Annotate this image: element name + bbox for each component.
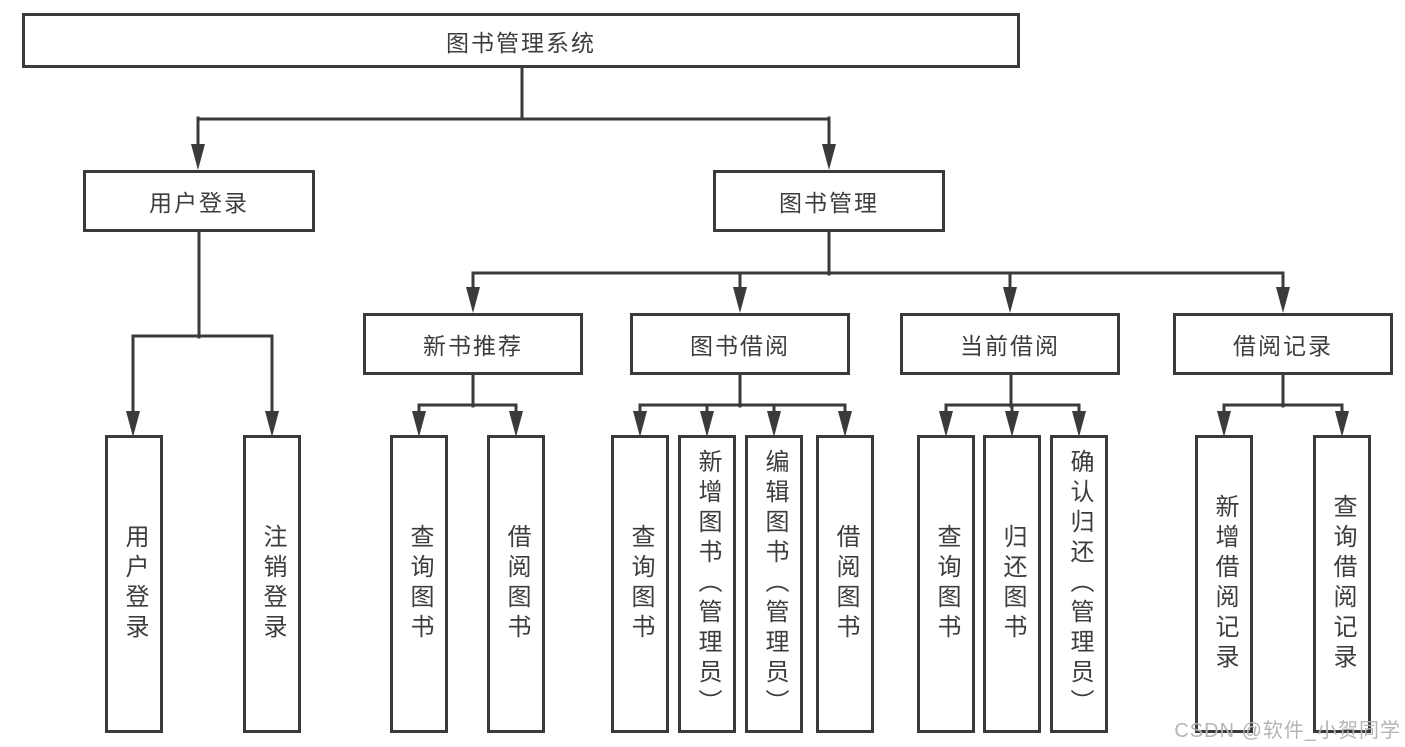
arrowhead xyxy=(1276,287,1290,313)
leaf-add-book-admin: 新增图书（管理员） xyxy=(678,435,736,733)
leaf-borrow-book: 借阅图书 xyxy=(816,435,874,733)
arrowhead xyxy=(265,411,279,437)
arrowhead xyxy=(700,411,714,437)
arrowhead xyxy=(1217,411,1231,437)
node-user-login: 用户登录 xyxy=(83,170,315,232)
leaf-user-login: 用户登录 xyxy=(105,435,163,733)
arrowhead xyxy=(191,144,205,170)
arrowhead xyxy=(939,411,953,437)
leaf-confirm-return-admin: 确认归还（管理员） xyxy=(1050,435,1108,733)
arrowhead xyxy=(633,411,647,437)
arrowhead xyxy=(1335,411,1349,437)
leaf-borrow-book-recommend: 借阅图书 xyxy=(487,435,545,733)
arrowhead xyxy=(1003,287,1017,313)
leaf-add-borrow-record: 新增借阅记录 xyxy=(1195,435,1253,733)
arrowhead xyxy=(412,411,426,437)
node-new-book-recommend: 新书推荐 xyxy=(363,313,583,375)
leaf-logout-login: 注销登录 xyxy=(243,435,301,733)
arrowhead xyxy=(822,144,836,170)
csdn-watermark: CSDN @软件_小贺同学 xyxy=(1174,720,1401,742)
arrowhead xyxy=(1005,411,1019,437)
arrowhead xyxy=(1072,411,1086,437)
leaf-query-book-borrow: 查询图书 xyxy=(611,435,669,733)
node-current-borrow: 当前借阅 xyxy=(900,313,1120,375)
arrowhead xyxy=(466,287,480,313)
leaf-query-book-current: 查询图书 xyxy=(917,435,975,733)
leaf-query-borrow-record: 查询借阅记录 xyxy=(1313,435,1371,733)
node-book-borrow: 图书借阅 xyxy=(630,313,850,375)
leaf-return-book: 归还图书 xyxy=(983,435,1041,733)
arrowhead xyxy=(126,411,140,437)
leaf-query-book-recommend: 查询图书 xyxy=(390,435,448,733)
leaf-edit-book-admin: 编辑图书（管理员） xyxy=(745,435,803,733)
node-book-management: 图书管理 xyxy=(713,170,945,232)
arrowhead xyxy=(509,411,523,437)
arrowhead xyxy=(767,411,781,437)
arrowhead xyxy=(733,287,747,313)
node-root: 图书管理系统 xyxy=(22,13,1020,68)
node-borrow-records: 借阅记录 xyxy=(1173,313,1393,375)
arrowhead xyxy=(838,411,852,437)
